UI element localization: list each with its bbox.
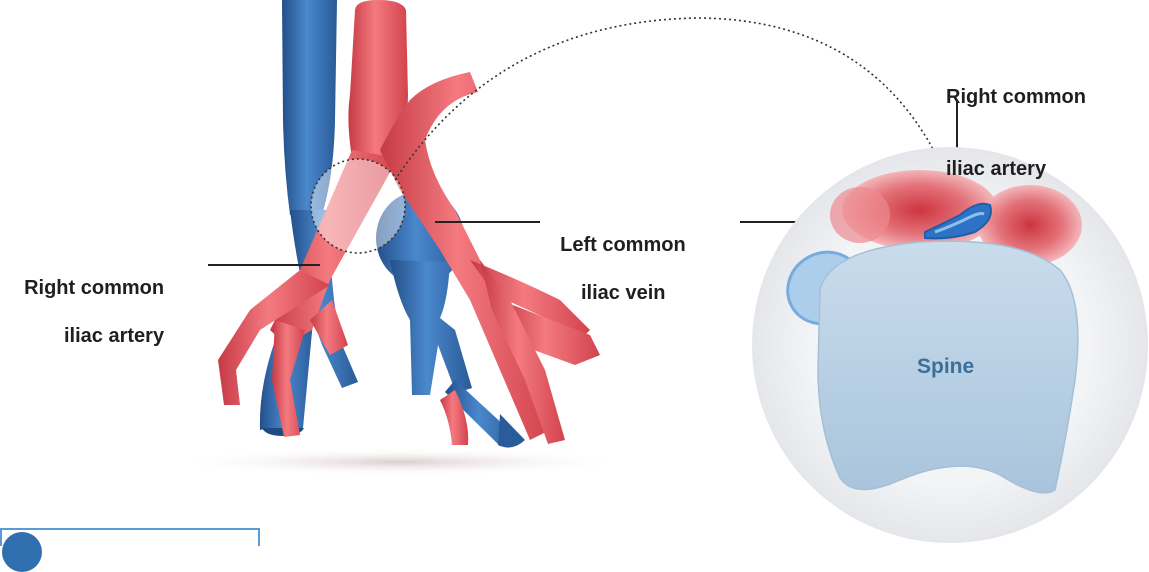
label-spine: Spine: [917, 355, 974, 379]
label-right-common-iliac-artery-right: Right common iliac artery: [946, 37, 1086, 205]
label-line-1: Right common: [24, 277, 164, 299]
label-line-1: Right common: [946, 85, 1086, 109]
label-left-common-iliac-vein: Left common iliac vein: [549, 209, 686, 329]
label-line-2: iliac artery: [8, 324, 164, 348]
cross-section: [752, 147, 1148, 543]
dotted-arrow: [395, 18, 948, 180]
label-right-common-iliac-artery-left: Right common iliac artery: [8, 252, 164, 372]
compression-zone-circle: [311, 159, 405, 253]
label-line-1: Left common: [560, 234, 686, 256]
bottom-circle-icon: [2, 532, 42, 572]
label-line-2: iliac vein: [549, 281, 686, 305]
floor-shadow: [170, 448, 630, 476]
label-line-2: iliac artery: [946, 157, 1086, 181]
